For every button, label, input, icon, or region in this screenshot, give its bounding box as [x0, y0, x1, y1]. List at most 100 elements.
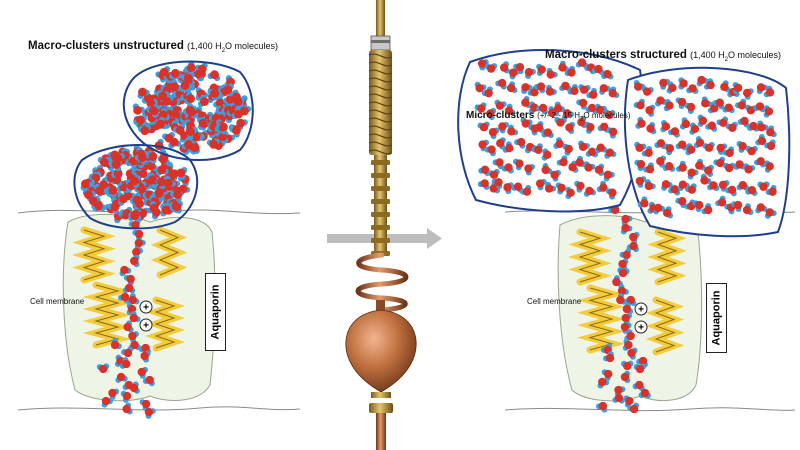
oxygen-atom — [718, 180, 728, 190]
oxygen-atom — [81, 179, 90, 189]
oxygen-atom — [697, 75, 706, 85]
oxygen-atom — [765, 88, 775, 97]
oxygen-atom — [719, 118, 728, 128]
oxygen-atom — [679, 79, 688, 88]
right-title-subscript: 2 — [724, 56, 728, 63]
oxygen-atom — [661, 122, 671, 131]
oxygen-atom — [110, 202, 120, 212]
oxygen-atom — [496, 139, 505, 148]
oxygen-atom — [477, 59, 487, 68]
oxygen-atom — [565, 123, 574, 132]
oxygen-atom — [488, 128, 498, 137]
oxygen-atom — [124, 283, 134, 293]
oxygen-atom — [547, 108, 557, 118]
oxygen-atom — [604, 369, 613, 379]
oxygen-atom — [620, 322, 630, 332]
oxygen-atom — [716, 158, 725, 168]
oxygen-atom — [123, 322, 132, 332]
oxygen-atom — [506, 83, 516, 93]
left-title-tail: O molecules) — [225, 41, 279, 51]
oxygen-atom — [681, 119, 691, 129]
oxygen-atom — [126, 274, 135, 284]
oxygen-atom — [756, 157, 765, 166]
oxygen-atom — [553, 104, 563, 113]
oxygen-atom — [577, 118, 586, 127]
oxygen-atom — [543, 150, 552, 160]
oxygen-atom — [534, 123, 544, 132]
oxygen-atom — [111, 160, 121, 169]
oxygen-atom — [480, 165, 490, 174]
oxygen-atom — [629, 232, 638, 242]
oxygen-atom — [495, 158, 504, 167]
oxygen-atom — [703, 205, 713, 215]
oxygen-atom — [475, 83, 484, 93]
oxygen-atom — [557, 183, 566, 193]
oxygen-atom — [678, 196, 687, 206]
oxygen-atom — [756, 83, 766, 92]
oxygen-atom — [159, 67, 169, 77]
oxygen-atom — [665, 101, 674, 110]
oxygen-atom — [646, 124, 655, 133]
oxygen-atom — [123, 348, 133, 358]
oxygen-atom — [141, 399, 151, 409]
oxygen-atom — [584, 163, 593, 172]
oxygen-atom — [480, 179, 489, 188]
oxygen-atom — [232, 125, 241, 135]
oxygen-atom — [198, 118, 208, 128]
oxygen-atom — [130, 256, 139, 266]
oxygen-atom — [605, 148, 614, 157]
oxygen-atom — [611, 205, 620, 215]
left-cluster-outline-lower — [73, 144, 199, 230]
oxygen-atom — [489, 170, 499, 179]
oxygen-atom — [498, 122, 507, 131]
oxygen-atom — [629, 241, 638, 251]
left-aquaporin-label-box: Aquaporin — [205, 273, 226, 351]
oxygen-atom — [695, 138, 705, 147]
oxygen-atom — [515, 159, 524, 168]
oxygen-atom — [716, 143, 725, 153]
oxygen-atom — [186, 63, 196, 73]
oxygen-atom — [129, 313, 138, 323]
oxygen-atom — [556, 118, 565, 127]
oxygen-atom — [627, 348, 636, 358]
left-cell-membrane-label: Cell membrane — [30, 297, 85, 306]
oxygen-atom — [706, 80, 715, 90]
oxygen-atom — [486, 109, 495, 118]
oxygen-atom — [171, 110, 181, 119]
oxygen-atom — [505, 144, 514, 153]
right-aquaporin-label: Aquaporin — [710, 290, 723, 346]
oxygen-atom — [608, 89, 617, 98]
oxygen-atom — [513, 182, 523, 191]
oxygen-atom — [738, 180, 748, 190]
oxygen-atom — [134, 229, 144, 239]
oxygen-atom — [594, 64, 603, 74]
oxygen-atom — [744, 165, 753, 174]
oxygen-atom — [709, 181, 718, 190]
oxygen-atom — [662, 208, 672, 218]
oxygen-atom — [578, 98, 588, 108]
oxygen-atom — [219, 122, 228, 132]
oxygen-atom — [537, 65, 546, 74]
oxygen-atom — [578, 142, 588, 152]
oxygen-atom — [559, 158, 568, 167]
oxygen-atom — [566, 188, 575, 198]
oxygen-atom — [141, 343, 150, 353]
oxygen-atom — [161, 205, 171, 215]
oxygen-atom — [687, 185, 697, 194]
oxygen-atom — [503, 183, 512, 192]
oxygen-atom — [587, 147, 597, 157]
oxygen-atom — [567, 68, 576, 77]
oxygen-atom — [536, 82, 546, 91]
oxygen-atom — [740, 116, 749, 126]
oxygen-atom — [724, 103, 733, 112]
oxygen-atom — [180, 81, 190, 90]
oxygen-atom — [633, 82, 643, 91]
oxygen-atom — [170, 68, 180, 78]
oxygen-atom — [138, 87, 147, 97]
oxygen-atom — [185, 105, 195, 115]
oxygen-atom — [757, 136, 767, 146]
oxygen-atom — [108, 185, 118, 195]
oxygen-atom — [561, 81, 570, 91]
oxygen-atom — [146, 99, 156, 108]
oxygen-atom — [156, 119, 166, 129]
